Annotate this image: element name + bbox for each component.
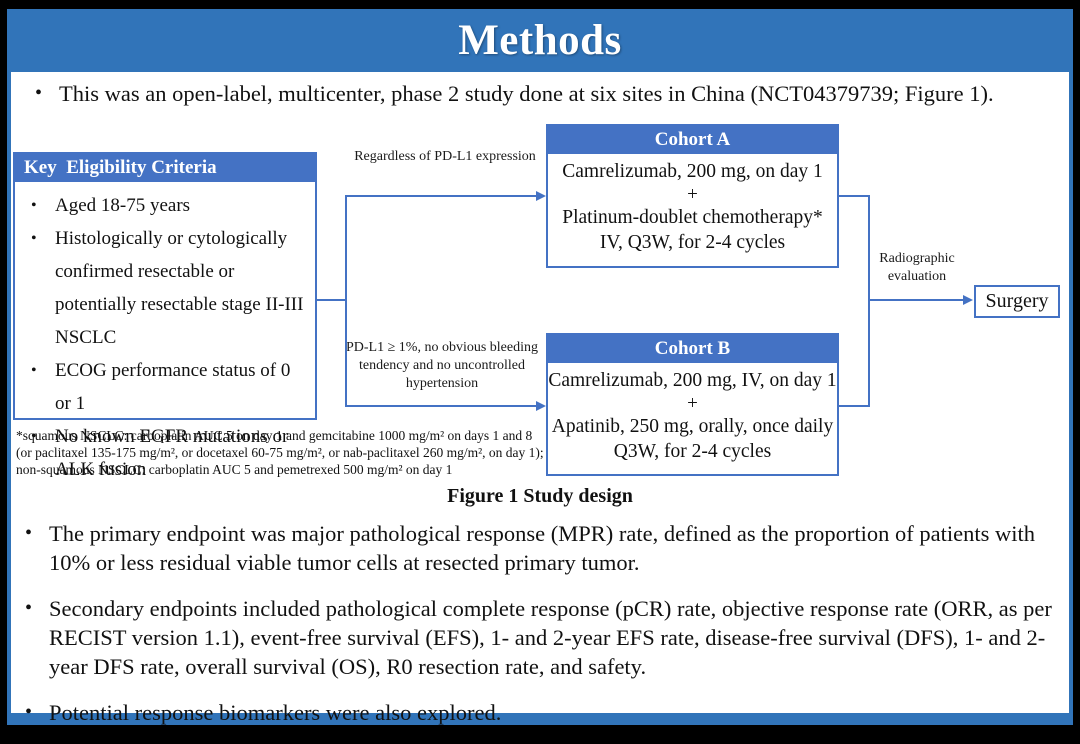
endpoint-bullets: The primary endpoint was major pathologi… <box>21 519 1057 744</box>
radiographic-evaluation-label: Radiographic evaluation <box>879 251 955 284</box>
study-design-diagram: Key Eligibility Criteria Aged 18-75 year… <box>11 117 1069 485</box>
connector-line <box>838 195 869 197</box>
connector-line <box>838 405 869 407</box>
connector-line <box>345 195 347 407</box>
page-title: Methods <box>458 17 622 64</box>
cohort-a-line1: Camrelizumab, 200 mg, on day 1 <box>562 161 823 182</box>
surgery-box: Surgery <box>974 285 1060 318</box>
cohort-b-header: Cohort B <box>548 335 837 363</box>
eligibility-list: Aged 18-75 years Histologically or cytol… <box>15 189 309 486</box>
cohort-b-body: Camrelizumab, 200 mg, IV, on day 1 + Apa… <box>548 363 837 464</box>
cohort-b-line2: Apatinib, 250 mg, orally, once daily <box>551 416 834 437</box>
cohort-a-line3: IV, Q3W, for 2-4 cycles <box>599 232 786 253</box>
bullet-biomarkers: Potential response biomarkers were also … <box>21 698 1057 727</box>
arrowhead-to-cohort-a <box>536 191 546 201</box>
eligibility-item: ECOG performance status of 0 or 1 <box>15 354 309 420</box>
slide-frame: Methods This was an open-label, multicen… <box>7 9 1073 727</box>
branch-label-top: Regardless of PD-L1 expression <box>354 149 536 164</box>
cohort-b-line1: Camrelizumab, 200 mg, IV, on day 1 <box>548 370 837 391</box>
connector-line <box>317 299 346 301</box>
eligibility-item: No known EGFR mutations or ALK fusion <box>15 420 309 486</box>
eligibility-item: Aged 18-75 years <box>15 189 309 222</box>
bullet-primary-endpoint: The primary endpoint was major pathologi… <box>21 519 1057 577</box>
plus-sign: + <box>687 184 698 205</box>
arrowhead-to-surgery <box>963 295 973 305</box>
chemotherapy-footnote: *squamous NSCLC: carboplatin AUC 5 on da… <box>16 428 544 477</box>
intro-bullet: This was an open-label, multicenter, pha… <box>29 79 1079 108</box>
connector-line <box>868 195 870 407</box>
eligibility-header: Key Eligibility Criteria <box>15 154 315 182</box>
cohort-a-box: Cohort A Camrelizumab, 200 mg, on day 1 … <box>546 124 839 268</box>
cohort-a-body: Camrelizumab, 200 mg, on day 1 + Platinu… <box>548 154 837 255</box>
plus-sign: + <box>687 393 698 414</box>
title-bar: Methods <box>7 9 1073 72</box>
cohort-b-line3: Q3W, for 2-4 cycles <box>613 441 772 462</box>
connector-line <box>868 299 964 301</box>
eligibility-item: Histologically or cytologically confirme… <box>15 222 309 354</box>
cohort-a-line2: Platinum-doublet chemotherapy* <box>562 207 823 228</box>
branch-label-bottom: PD-L1 ≥ 1%, no obvious bleeding tendency… <box>345 340 538 391</box>
figure-caption: Figure 1 Study design <box>447 485 633 507</box>
cohort-b-box: Cohort B Camrelizumab, 200 mg, IV, on da… <box>546 333 839 476</box>
bullet-secondary-endpoints: Secondary endpoints included pathologica… <box>21 594 1057 681</box>
cohort-a-header: Cohort A <box>548 126 837 154</box>
arrowhead-to-cohort-b <box>536 401 546 411</box>
eligibility-box: Key Eligibility Criteria Aged 18-75 year… <box>13 152 317 480</box>
connector-line <box>345 195 537 197</box>
connector-line <box>345 405 537 407</box>
